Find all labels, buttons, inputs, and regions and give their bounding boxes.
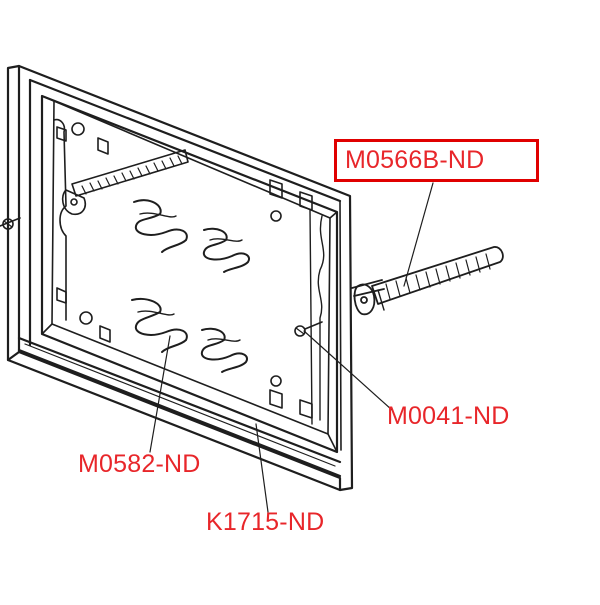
leader-m0041 <box>303 330 393 411</box>
frame-bottom-lip <box>17 336 342 478</box>
leader-m0566b <box>403 182 434 287</box>
part-label-k1715: K1715-ND <box>206 508 325 536</box>
leader-lines <box>149 182 434 513</box>
part-label-m0041: M0041-ND <box>387 402 510 430</box>
back-box <box>40 94 339 454</box>
leader-k1715 <box>255 423 269 513</box>
spring-clips <box>131 199 250 373</box>
screw-m0041 <box>294 321 323 337</box>
leader-m0582 <box>149 335 171 453</box>
box-tabs <box>56 122 313 419</box>
threaded-rod-m0566b <box>351 246 504 316</box>
part-label-m0566b: M0566B-ND <box>345 146 485 174</box>
outer-frame <box>6 64 354 492</box>
frame-side-screw <box>0 217 21 230</box>
part-label-m0582: M0582-ND <box>78 450 201 478</box>
highlight-box <box>334 139 539 182</box>
inner-threaded-rod <box>61 149 189 216</box>
